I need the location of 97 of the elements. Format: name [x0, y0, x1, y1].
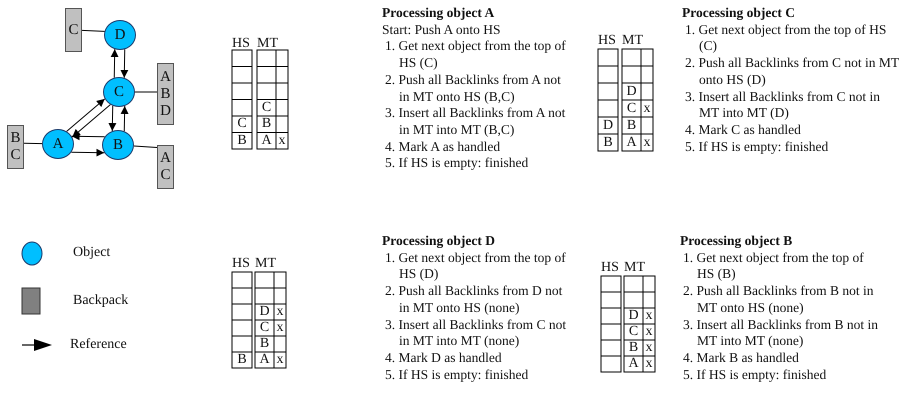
node-label: D	[114, 26, 126, 44]
step-text: 1. Get next object from the top of HS (D)	[384, 250, 567, 284]
node-label: B	[160, 86, 170, 102]
section-heading: Processing object B	[680, 233, 794, 250]
handled-mark: x	[644, 308, 654, 324]
column-header: MT	[255, 256, 276, 272]
table-entry: D	[627, 308, 640, 324]
column-header: HS	[601, 260, 619, 276]
step-text: 4. Mark C as handled	[684, 122, 802, 139]
step-text: 5. If HS is empty: finished	[384, 155, 530, 172]
node-label: A	[160, 150, 171, 167]
handled-mark: x	[644, 356, 654, 372]
node-label: C	[68, 22, 78, 38]
reference-arrow	[108, 105, 116, 132]
legend-label: Object	[73, 245, 110, 261]
column-header: HS	[598, 33, 616, 49]
section-heading: Processing object A	[382, 5, 496, 22]
table-entry: C	[628, 324, 640, 340]
table-entry: B	[258, 336, 270, 352]
step-text: 2. Push all Backlinks from A not in MT onto HS (B,C)	[384, 72, 562, 106]
handled-mark: x	[644, 340, 654, 356]
table-entry: C	[626, 100, 638, 116]
step-text: 5. If HS is empty: finished	[384, 366, 530, 384]
step-text: 3. Insert all Backlinks from C not in MT into MT (none)	[384, 316, 568, 350]
handled-mark: x	[642, 134, 652, 150]
section-heading: Processing object C	[682, 5, 796, 22]
step-text: 3. Insert all Backlinks from A not in MT into MT (B,C)	[384, 105, 566, 139]
table-entry: A	[627, 356, 640, 372]
reference-arrow	[70, 148, 105, 157]
object-circle	[104, 20, 136, 50]
column-header: MT	[622, 33, 643, 49]
table-entry: A	[260, 132, 273, 149]
stack-entry: B	[236, 352, 248, 368]
table-entry: D	[625, 84, 638, 100]
table-entry: C	[260, 100, 272, 116]
table-entry: B	[628, 340, 640, 356]
handled-mark: x	[642, 100, 652, 116]
reference-arrow	[72, 104, 111, 138]
legend-label: Reference	[70, 337, 127, 353]
table-entry: A	[625, 134, 638, 150]
table-entry: C	[258, 320, 270, 336]
backpack-box	[65, 8, 82, 52]
step-text: 2. Push all Backlinks from B not in MT onto HS (none)	[682, 283, 874, 317]
step-text: 3. Insert all Backlinks from C not in MT into MT (D)	[684, 88, 881, 122]
legend-label: Backpack	[73, 293, 128, 309]
table-entry: B	[626, 118, 638, 134]
section-heading: Processing object D	[382, 233, 496, 250]
connector-line	[82, 30, 105, 32]
step-text: 1. Get next object from the top of HS (C)	[384, 38, 567, 72]
step-text: 5. If HS is empty: finished	[682, 366, 828, 384]
stack-entry: D	[602, 118, 614, 134]
object-circle	[102, 130, 134, 160]
handled-mark: x	[644, 324, 654, 340]
stack-entry: B	[602, 134, 614, 150]
object-circle	[103, 77, 135, 107]
step-text: 2. Push all Backlinks from D not in MT onto HS (none)	[384, 283, 564, 317]
reference-arrow	[110, 48, 119, 78]
node-label: D	[160, 102, 171, 120]
node-label: C	[160, 167, 170, 184]
table-entry: A	[258, 352, 271, 368]
reference-arrow	[120, 106, 129, 132]
backpack-box	[157, 63, 174, 125]
backpack-box	[7, 125, 24, 169]
node-label: C	[10, 147, 20, 164]
reference-arrow	[120, 48, 128, 78]
handled-mark: x	[278, 132, 286, 149]
node-label: B	[112, 136, 123, 154]
column-header: HS	[232, 256, 250, 272]
connector-line	[133, 146, 158, 148]
handled-mark: x	[276, 320, 284, 336]
table-entry: D	[258, 304, 271, 320]
step-text: 4. Mark A as handled	[384, 138, 502, 156]
column-header: HS	[232, 36, 250, 52]
node-label: A	[160, 68, 171, 86]
node-label: A	[52, 136, 64, 152]
step-text: 5. If HS is empty: finished	[684, 138, 830, 156]
step-text: 4. Mark D as handled	[384, 350, 503, 367]
reference-arrow	[66, 98, 106, 132]
step-text: 1. Get next object from the top of HS (B)	[682, 250, 865, 284]
handled-mark: x	[276, 352, 284, 368]
backpack-box	[157, 145, 174, 189]
node-label: C	[114, 84, 124, 100]
step-text: 4. Mark B as handled	[682, 350, 800, 367]
node-label: B	[10, 130, 20, 147]
step-text: 1. Get next object from the top of HS (C)	[684, 22, 888, 56]
reference-arrow	[71, 132, 106, 140]
stack-entry: C	[236, 116, 248, 132]
stack-entry: B	[236, 132, 248, 149]
start-note: Start: Push A onto HS	[382, 22, 502, 38]
table-entry: B	[260, 116, 272, 132]
column-header: MT	[257, 36, 278, 52]
handled-mark: x	[276, 304, 284, 320]
step-text: 2. Push all Backlinks from C not in MT onto HS (D)	[684, 55, 900, 89]
step-text: 3. Insert all Backlinks from B not in MT into MT (none)	[682, 316, 879, 350]
column-header: MT	[624, 260, 645, 276]
object-circle	[42, 129, 74, 159]
connector-line	[24, 142, 42, 144]
